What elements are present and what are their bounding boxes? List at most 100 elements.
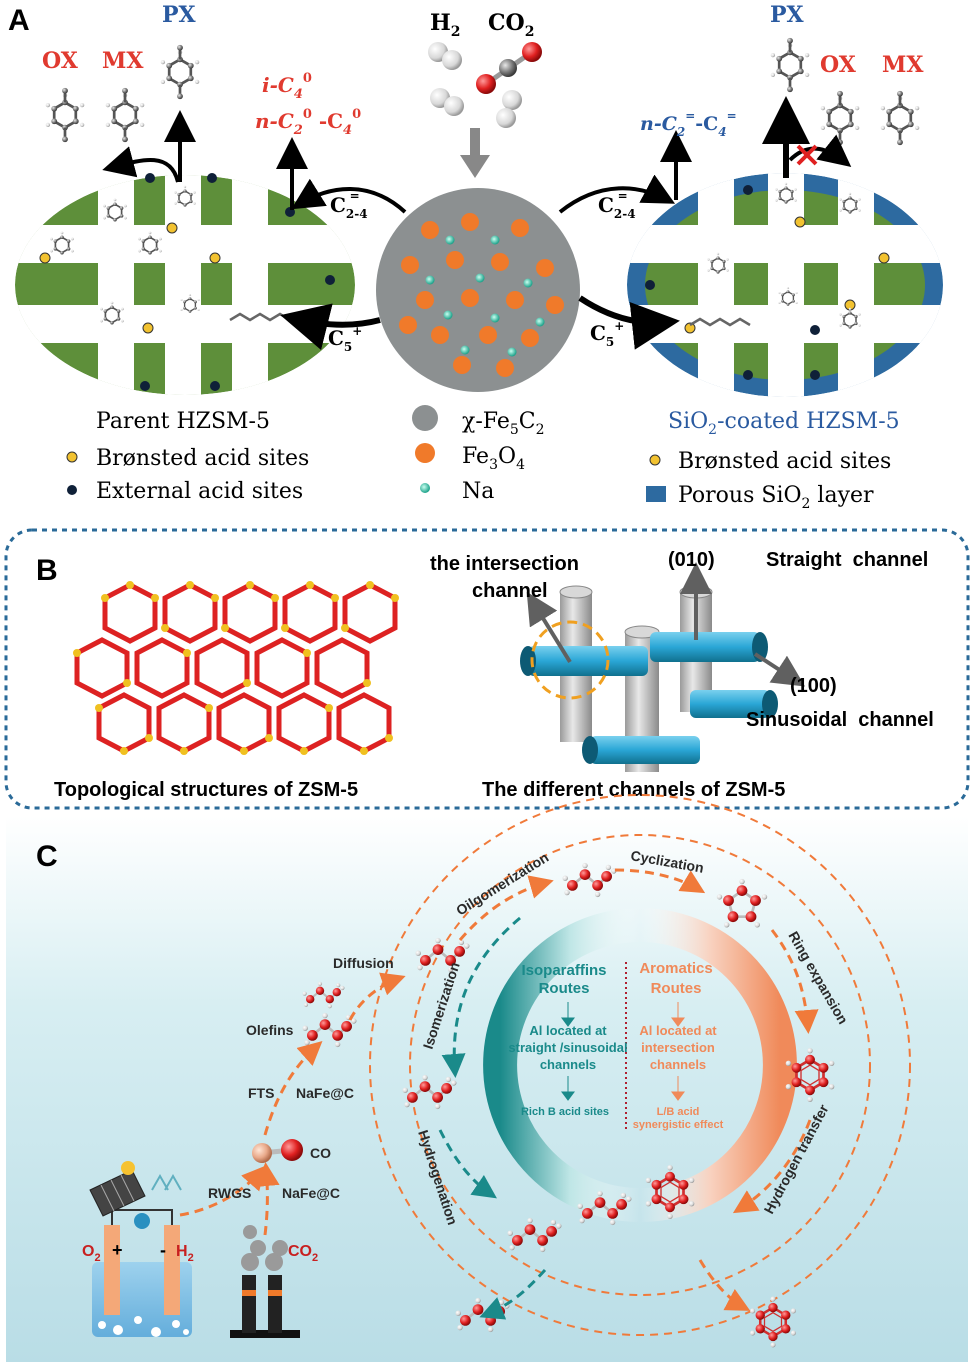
iso-rich-b-acid: Rich B acid sites: [521, 1106, 609, 1118]
channels-caption: The different channels of ZSM-5: [482, 779, 785, 801]
central-route-ring: [483, 908, 797, 1222]
co2-molecule-icon: [476, 42, 542, 94]
na-legend-icon: [420, 483, 430, 493]
route-flow-arrows: [561, 1002, 685, 1101]
panel-a-arrows: [102, 96, 852, 351]
co-molecule-icon: [252, 1139, 303, 1163]
panel-b-letter: B: [36, 554, 58, 587]
outer-dashed-ring: [369, 794, 911, 1336]
solar-panel-icon: [89, 1161, 182, 1217]
nafe-c-label-rwgs: NaFe@C: [282, 1185, 340, 1201]
factory-chimney-icon: [230, 1225, 300, 1338]
sio2-hzsm5-label: SiO2-coated HZSM-5: [668, 409, 900, 438]
ox-molecule-icon-right: [821, 91, 860, 145]
h2-label-c: H2: [176, 1243, 194, 1264]
label-i-c4: i-C40: [262, 71, 312, 102]
zsm5-topology-lattice: [77, 582, 398, 751]
label-n-c2-c4: n-C20 -C40: [255, 107, 361, 138]
parent-hzsm5-label: Parent HZSM-5: [96, 409, 270, 434]
px-molecule-icon-left: [161, 45, 200, 99]
catalyst-core: [376, 188, 580, 392]
mx-molecule-icon: [106, 88, 145, 142]
label-px-right: PX: [770, 2, 805, 28]
co-label: CO: [310, 1145, 331, 1161]
mx-molecule-icon-right: [881, 91, 920, 145]
feed-arrow-icon: [460, 128, 490, 178]
nafe-c-label-fts: NaFe@C: [296, 1085, 354, 1101]
iso-al-line1: Al located at: [529, 1023, 607, 1038]
straight-direction: (010): [668, 549, 715, 571]
px-molecule-icon-right: [771, 38, 810, 92]
h2-label: H2: [430, 10, 461, 40]
co2-label: CO2: [488, 10, 534, 40]
aro-al-line2: intersection: [641, 1040, 715, 1055]
na-particles: [425, 235, 545, 357]
electrolyzer-icon: [92, 1209, 192, 1337]
iso-routes-line1: Isoparaffins: [521, 962, 606, 979]
label-c5-right: C5+: [590, 319, 624, 349]
sinusoidal-channel-label: Sinusoidal channel: [746, 709, 934, 731]
label-ox-right: OX: [820, 52, 857, 78]
fe3o4-particles: [399, 213, 564, 377]
label-mx-right: MX: [882, 52, 924, 78]
iso-al-line2: straight /sinusoidal: [508, 1040, 627, 1055]
panel-c-dashed-arrows: [179, 868, 819, 1320]
panel-c-letter: C: [36, 840, 58, 873]
h2-molecules-icon: [428, 42, 522, 128]
bronsted-dot-icon-right: [649, 454, 661, 466]
external-dot-icon: [67, 485, 77, 495]
middle-dashed-ring: [409, 834, 871, 1296]
fts-label: FTS: [248, 1085, 274, 1101]
label-ox-left: OX: [42, 48, 79, 74]
aro-lb-line2: synergistic effect: [633, 1119, 724, 1131]
zsm5-channels-schematic: [520, 562, 806, 772]
center-legend-fe3o4: Fe3O4: [462, 444, 525, 473]
olefins-label: Olefins: [246, 1022, 294, 1038]
porous-sio2-legend-icon: [646, 486, 666, 502]
aro-routes-line2: Routes: [651, 980, 702, 997]
panel-a-letter: A: [8, 4, 30, 37]
blocked-cross-icon: [796, 144, 818, 166]
bronsted-dot-icon: [66, 451, 78, 463]
minus-terminal: -: [160, 1240, 166, 1260]
right-legend-porous: Porous SiO2 layer: [678, 483, 874, 512]
aro-al-line1: Al located at: [639, 1023, 717, 1038]
aro-lb-line1: L/B acid: [657, 1106, 700, 1118]
iso-routes-line2: Routes: [539, 980, 590, 997]
aro-al-line3: channels: [650, 1057, 706, 1072]
label-n-c2-c4-olefin: n-C2=-C4=: [640, 109, 737, 139]
iso-al-line3: channels: [540, 1057, 596, 1072]
panel-a: A H2 CO2: [8, 2, 943, 512]
label-c2-4-left: C2-4=: [330, 189, 368, 221]
label-c2-4-right: C2-4=: [598, 189, 636, 221]
fe3o4-legend-icon: [415, 443, 435, 463]
parent-hzsm5-zeolite: [15, 173, 355, 395]
aro-routes-line1: Aromatics: [639, 960, 712, 977]
label-mx-left: MX: [102, 48, 144, 74]
left-legend-bronsted: Brønsted acid sites: [96, 446, 309, 471]
sio2-coated-hzsm5-zeolite: [627, 173, 943, 397]
diffusion-label: Diffusion: [333, 955, 394, 971]
fe5c2-legend-icon: [412, 405, 438, 431]
sinusoidal-direction: (100): [790, 675, 837, 697]
center-legend-na: Na: [462, 479, 494, 504]
label-c5-left: C5+: [328, 324, 362, 354]
panel-b-frame: [4, 528, 970, 810]
panel-b: B Topological struct: [4, 528, 970, 810]
topology-caption: Topological structures of ZSM-5: [54, 779, 358, 801]
left-legend-external: External acid sites: [96, 479, 303, 504]
zsm5-si-atoms: [73, 581, 399, 755]
right-legend-bronsted: Brønsted acid sites: [678, 449, 891, 474]
panel-c: C Isoparaffins Routes Al located at stra…: [6, 794, 968, 1362]
plus-terminal: +: [112, 1240, 123, 1260]
label-px-left: PX: [162, 2, 197, 28]
rwgs-label: RWGS: [208, 1185, 251, 1201]
ox-molecule-icon: [46, 88, 85, 142]
o2-label: O2: [82, 1243, 101, 1264]
center-legend-fe5c2: χ-Fe5C2: [462, 409, 545, 438]
intersection-label-line2: channel: [472, 580, 548, 602]
intersection-label-line1: the intersection: [430, 553, 579, 575]
straight-channel-label: Straight channel: [766, 549, 928, 571]
co2-label-c: CO2: [288, 1243, 318, 1264]
